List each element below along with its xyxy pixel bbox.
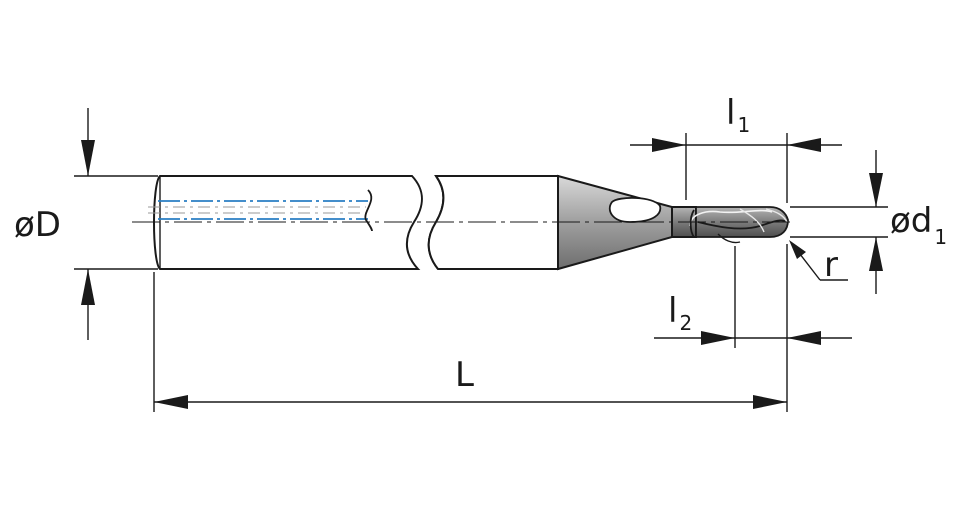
shank-diameter-dimension <box>74 108 158 340</box>
flute-length-dimension <box>630 133 842 203</box>
shank-diameter-label: øD <box>14 205 61 245</box>
coolant-channels <box>148 189 373 232</box>
cutter-head <box>689 206 789 244</box>
cutter-diameter-dimension <box>790 150 888 294</box>
corner-radius-label: r <box>824 245 838 285</box>
overall-length-label: L <box>455 355 474 395</box>
overall-length-dimension <box>153 244 788 412</box>
corner-radius-leader <box>789 240 848 281</box>
neck-length-dimension <box>654 246 852 348</box>
